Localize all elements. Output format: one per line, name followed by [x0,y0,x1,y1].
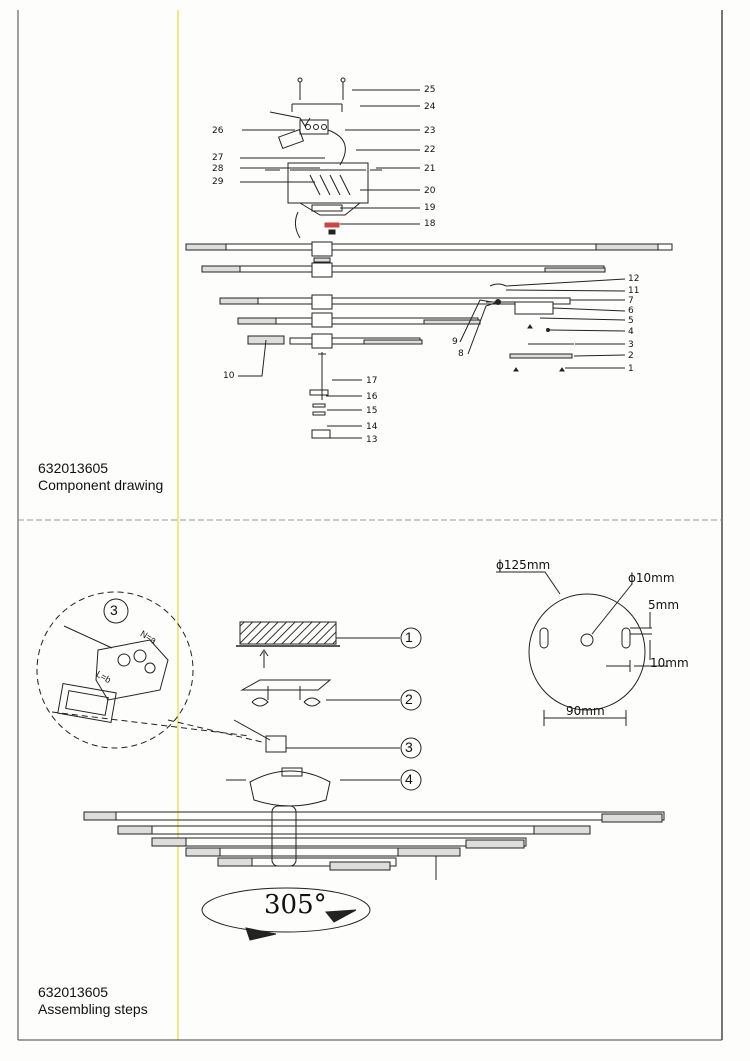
callout-10: 10 [223,371,235,381]
detail-step-circle [103,598,129,624]
component-drawing [185,77,673,439]
callout-8: 8 [458,349,464,359]
detail-step-label: 3 [110,602,118,618]
callout-22: 22 [424,145,436,155]
plate-slot-width: 5mm [648,598,680,612]
step-3-label: 3 [405,739,413,755]
plate-hole-spacing: 90mm [566,704,605,718]
callout-17: 17 [366,376,378,386]
callout-9: 9 [452,337,458,347]
callout-24: 24 [424,102,436,112]
step-1-label: 1 [405,629,413,645]
step-3-circle [400,737,422,759]
callout-27: 27 [212,153,224,163]
assembling-steps-title: Assembling steps [38,1001,148,1017]
callout-21: 21 [424,164,436,174]
callout-15: 15 [366,406,378,416]
callout-19: 19 [424,203,436,213]
callout-28: 28 [212,164,224,174]
callout-26: 26 [212,126,224,136]
step-2-label: 2 [405,691,413,707]
callout-23: 23 [424,126,436,136]
callout-6: 6 [628,306,634,316]
component-drawing-title: Component drawing [38,477,164,493]
callout-11: 11 [628,286,640,296]
step-4-label: 4 [405,771,413,787]
callout-16: 16 [366,392,378,402]
step-4-circle [400,769,422,791]
callout-7: 7 [628,296,634,306]
assembling-steps-drawing [36,571,668,941]
callout-12: 12 [628,274,640,284]
callout-14: 14 [366,422,378,432]
plate-slot-length: 10mm [650,656,689,670]
callout-5: 5 [628,316,634,326]
callout-25: 25 [424,85,436,95]
callout-29: 29 [212,177,224,187]
callout-1: 1 [628,364,634,374]
callout-20: 20 [424,186,436,196]
component-drawing-code: 632013605 [38,460,109,476]
callout-13: 13 [366,435,378,445]
callout-18: 18 [424,219,436,229]
plate-diameter: ϕ125mm [496,558,551,572]
callout-2: 2 [628,351,634,361]
step-2-circle [400,689,422,711]
plate-hole-diameter: ϕ10mm [628,571,675,585]
callout-3: 3 [628,340,634,350]
step-1-circle [400,627,422,649]
rotation-angle: 305° [264,890,327,920]
callout-4: 4 [628,327,634,337]
assembling-steps-code: 632013605 [38,984,109,1000]
